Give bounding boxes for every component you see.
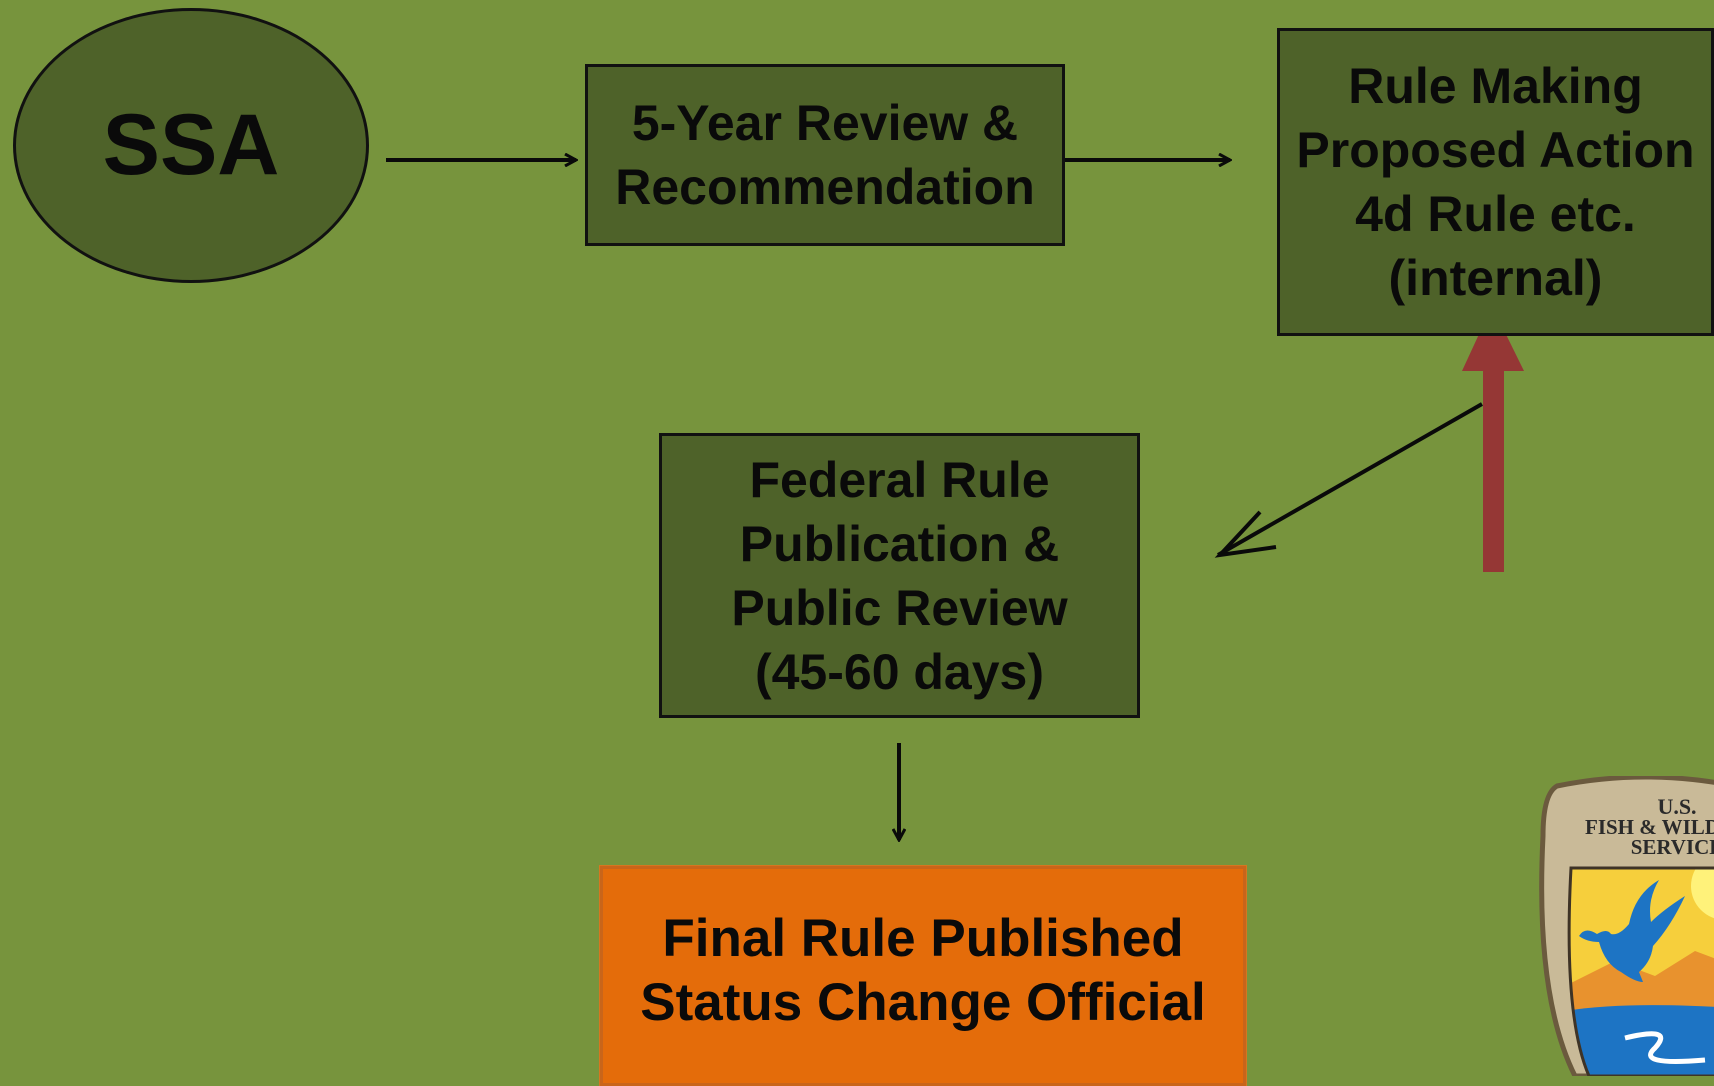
logo-duck: [1579, 880, 1685, 982]
federal-label-line-3: Public Review: [731, 579, 1068, 636]
review-label-line-1: 5-Year Review &: [631, 95, 1019, 151]
five-year-review-node: 5-Year Review & Recommendation: [585, 64, 1065, 246]
federal-label-line-2: Publication &: [739, 515, 1060, 572]
logo-text-line-3: SERVICE: [1631, 835, 1714, 859]
arrow-rule-making-to-federal: [1217, 402, 1483, 557]
logo-text-line-1: U.S.: [1657, 794, 1696, 819]
final-label-line-2: Status Change Official: [640, 973, 1206, 1032]
logo-water: [1569, 1005, 1714, 1076]
rule-making-label-line-4: (internal): [1388, 250, 1603, 306]
rule-making-label-line-2: Proposed Action: [1296, 122, 1695, 178]
federal-rule-node: Federal Rule Publication & Public Review…: [659, 433, 1140, 718]
review-label-line-2: Recommendation: [615, 159, 1035, 215]
final-rule-node: Final Rule Published Status Change Offic…: [600, 866, 1246, 1086]
federal-label-line-4: (45-60 days): [754, 643, 1045, 700]
connector-arrows: [386, 0, 1524, 1063]
ssa-node: SSA: [13, 8, 369, 283]
arrow-head-federal: [1214, 510, 1277, 558]
rule-making-label-line-3: 4d Rule etc.: [1355, 186, 1636, 242]
rule-making-node: Rule Making Proposed Action 4d Rule etc.…: [1277, 28, 1714, 336]
logo-text-line-2: FISH & WILDLIFE: [1585, 815, 1714, 839]
ssa-label: SSA: [102, 97, 280, 193]
red-arrow: [1462, 306, 1524, 572]
federal-label-line-1: Federal Rule: [749, 451, 1050, 508]
logo-river: [1624, 1031, 1706, 1064]
final-label-line-1: Final Rule Published: [662, 909, 1184, 968]
fish-wildlife-shield-icon: U.S. FISH & WILDLIFE SERVICE: [1539, 776, 1714, 1076]
rule-making-label-line-1: Rule Making: [1348, 58, 1643, 114]
